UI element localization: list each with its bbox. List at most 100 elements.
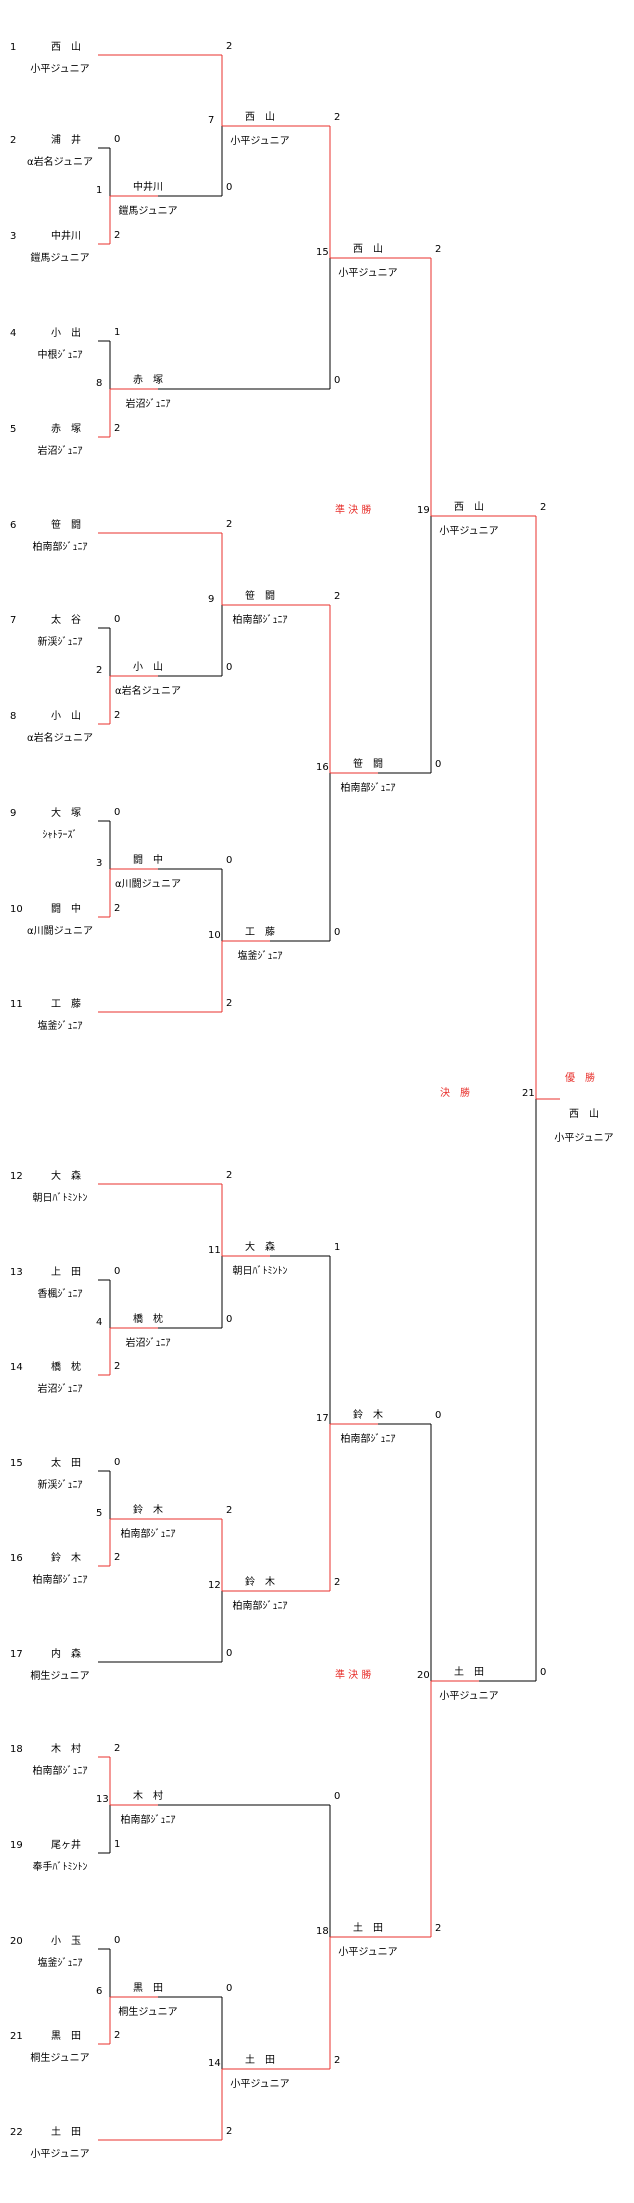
player-seed-number: 12: [10, 1171, 23, 1182]
match-number: 6: [96, 1986, 103, 1997]
player-club: 塩釜ｼﾞｭﾆｱ: [37, 1021, 83, 1032]
match-number: 11: [208, 1245, 221, 1256]
match-score: 0: [226, 1983, 233, 1994]
match-score: 1: [114, 1839, 121, 1850]
player-name: 内 森: [51, 1649, 81, 1660]
match-winner-club: 鎧馬ジュニア: [118, 206, 178, 217]
match-winner-name: 西 山: [245, 112, 275, 123]
match-number: 12: [208, 1580, 221, 1591]
match-winner-club: 柏南部ｼﾞｭﾆｱ: [340, 1434, 396, 1445]
player-name: 工 藤: [51, 999, 81, 1010]
player-club: 岩沼ｼﾞｭﾆｱ: [37, 1384, 83, 1395]
match-score: 2: [226, 998, 233, 1009]
player-name: 黒 田: [51, 2031, 81, 2042]
match-winner-name: 大 森: [245, 1242, 275, 1253]
match-score: 0: [226, 182, 233, 193]
match-score: 2: [114, 1552, 121, 1563]
player-name: 浦 井: [51, 135, 81, 146]
match-score: 2: [114, 1361, 121, 1372]
player-club: 小平ジュニア: [30, 64, 90, 75]
player-club: 新渓ｼﾞｭﾆｱ: [37, 1480, 83, 1491]
player-club: 朝日ﾊﾞﾄﾐﾝﾄﾝ: [32, 1193, 88, 1204]
match-score: 0: [114, 1266, 121, 1277]
player-club: 桐生ジュニア: [30, 2053, 90, 2064]
player-club: 中根ｼﾞｭﾆｱ: [37, 350, 83, 361]
player-club: 香楓ｼﾞｭﾆｱ: [37, 1289, 83, 1300]
match-winner-club: 小平ジュニア: [439, 526, 499, 537]
match-score: 0: [226, 855, 233, 866]
match-number: 19: [417, 505, 430, 516]
match-winner-name: 西 山: [353, 244, 383, 255]
match-score: 1: [114, 327, 121, 338]
match-score: 2: [226, 1505, 233, 1516]
player-name: 小 玉: [51, 1936, 81, 1947]
match-winner-club: α岩名ジュニア: [115, 686, 181, 697]
player-club: 塩釜ｼﾞｭﾆｱ: [37, 1958, 83, 1969]
player-club: α岩名ジュニア: [27, 733, 93, 744]
player-name: 土 田: [51, 2127, 81, 2138]
match-number: 20: [417, 1670, 430, 1681]
match-score: 0: [114, 614, 121, 625]
player-club: 岩沼ｼﾞｭﾆｱ: [37, 446, 83, 457]
match-score: 0: [435, 1410, 442, 1421]
player-seed-number: 14: [10, 1362, 23, 1373]
match-winner-name: 中井川: [133, 182, 163, 193]
player-seed-number: 20: [10, 1936, 23, 1947]
match-score: 0: [334, 1791, 341, 1802]
player-name: 太 田: [51, 1458, 81, 1469]
match-number: 16: [316, 762, 329, 773]
player-name: 木 村: [51, 1744, 81, 1755]
match-number: 17: [316, 1413, 329, 1424]
match-score: 0: [540, 1667, 547, 1678]
match-score: 2: [226, 1170, 233, 1181]
match-winner-club: 小平ジュニア: [439, 1691, 499, 1702]
match-winner-club: 小平ジュニア: [230, 136, 290, 147]
match-winner-name: 小 山: [133, 662, 163, 673]
match-number: 15: [316, 247, 329, 258]
match-score: 2: [114, 230, 121, 241]
match-winner-name: 木 村: [133, 1791, 163, 1802]
match-score: 2: [540, 502, 547, 513]
player-seed-number: 16: [10, 1553, 23, 1564]
player-name: 上 田: [51, 1267, 81, 1278]
match-score: 2: [334, 112, 341, 123]
player-club: 柏南部ｼﾞｭﾆｱ: [32, 1766, 88, 1777]
match-number: 3: [96, 858, 103, 869]
match-score: 2: [226, 41, 233, 52]
match-number: 5: [96, 1508, 103, 1519]
match-number: 1: [96, 185, 103, 196]
match-score: 0: [334, 375, 341, 386]
match-score: 0: [114, 134, 121, 145]
player-seed-number: 2: [10, 135, 17, 146]
player-seed-number: 5: [10, 424, 17, 435]
match-winner-club: 柏南部ｼﾞｭﾆｱ: [340, 783, 396, 794]
match-number: 9: [208, 594, 215, 605]
champion-label: 優 勝: [565, 1073, 595, 1084]
match-winner-club: 岩沼ｼﾞｭﾆｱ: [125, 1338, 171, 1349]
player-seed-number: 1: [10, 42, 17, 53]
player-seed-number: 7: [10, 615, 17, 626]
player-name: 小 出: [51, 328, 81, 339]
player-name: 闘 中: [51, 904, 81, 915]
player-club: 鎧馬ジュニア: [30, 253, 90, 264]
player-club: 柏南部ｼﾞｭﾆｱ: [32, 1575, 88, 1586]
player-seed-number: 22: [10, 2127, 23, 2138]
match-winner-club: 柏南部ｼﾞｭﾆｱ: [120, 1529, 176, 1540]
player-club: 桐生ジュニア: [30, 1671, 90, 1682]
match-winner-name: 工 藤: [245, 927, 275, 938]
match-winner-name: 笹 闘: [245, 591, 275, 602]
match-score: 1: [334, 1242, 341, 1253]
player-seed-number: 6: [10, 520, 17, 531]
match-score: 2: [114, 1743, 121, 1754]
match-number: 7: [208, 115, 215, 126]
player-club: 新渓ｼﾞｭﾆｱ: [37, 637, 83, 648]
match-score: 2: [226, 2126, 233, 2137]
match-score: 2: [114, 903, 121, 914]
player-seed-number: 13: [10, 1267, 23, 1278]
player-club: α岩名ジュニア: [27, 157, 93, 168]
match-winner-club: 朝日ﾊﾞﾄﾐﾝﾄﾝ: [232, 1266, 288, 1277]
match-score: 2: [114, 710, 121, 721]
match-number: 2: [96, 665, 103, 676]
match-number: 21: [522, 1088, 535, 1099]
